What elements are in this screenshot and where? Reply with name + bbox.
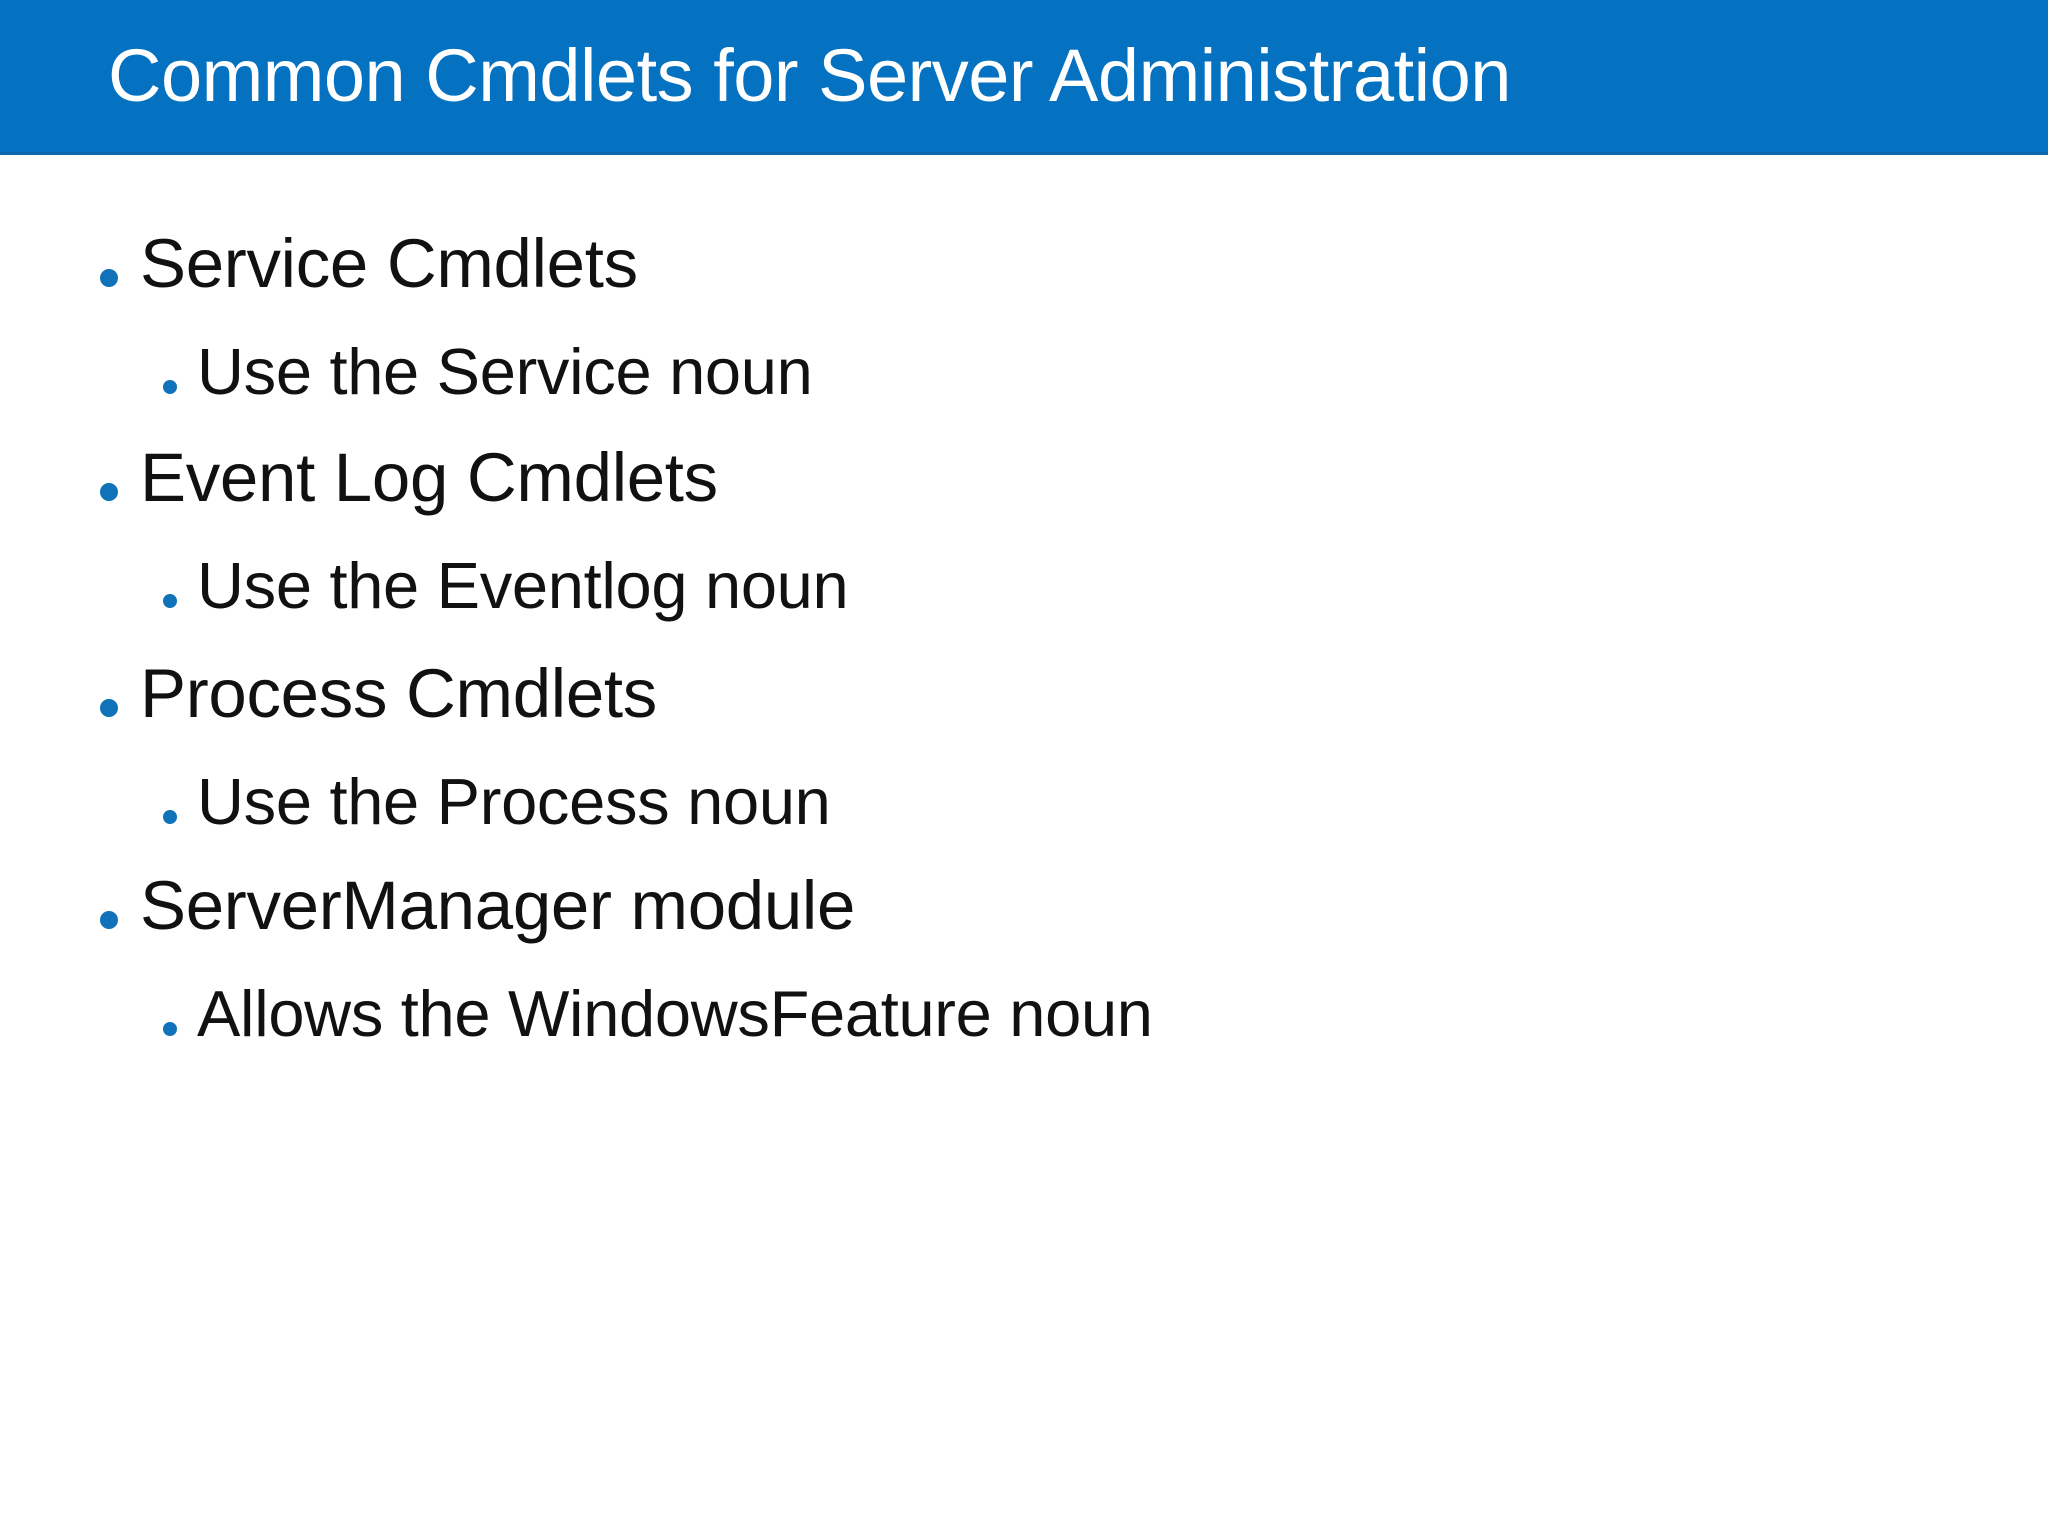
bullet-item-level2[interactable]: Use the Process noun (163, 769, 831, 836)
bullet-item-level1[interactable]: ServerManager module (100, 871, 855, 943)
slide-body-content-placeholder[interactable]: Service Cmdlets Use the Service noun Eve… (0, 155, 2048, 1536)
bullet-dot-icon (163, 810, 177, 824)
bullet-item-level2[interactable]: Allows the WindowsFeature noun (163, 981, 1153, 1048)
bullet-item-label: Use the Process noun (197, 765, 831, 838)
bullet-dot-icon (163, 380, 177, 394)
bullet-item-label: ServerManager module (140, 867, 856, 944)
bullet-item-label: Service Cmdlets (140, 225, 638, 302)
bullet-dot-icon (100, 699, 118, 717)
bullet-dot-icon (163, 1022, 177, 1036)
bullet-item-label: Use the Eventlog noun (197, 549, 849, 622)
bullet-item-level1[interactable]: Event Log Cmdlets (100, 443, 718, 515)
bullet-item-level1[interactable]: Process Cmdlets (100, 659, 657, 731)
bullet-item-label: Use the Service noun (197, 335, 813, 408)
bullet-item-level1[interactable]: Service Cmdlets (100, 229, 638, 301)
bullet-item-label: Event Log Cmdlets (140, 439, 718, 516)
slide-title-bar: Common Cmdlets for Server Administration (0, 0, 2048, 155)
bullet-dot-icon (100, 483, 118, 501)
bullet-item-label: Allows the WindowsFeature noun (197, 977, 1153, 1050)
bullet-item-level2[interactable]: Use the Service noun (163, 335, 813, 408)
bullet-dot-icon (100, 269, 118, 287)
slide-title: Common Cmdlets for Server Administration (108, 34, 1511, 118)
bullet-dot-icon (163, 594, 177, 608)
bullet-item-label: Process Cmdlets (140, 655, 657, 732)
bullet-item-level2[interactable]: Use the Eventlog noun (163, 549, 849, 622)
bullet-dot-icon (100, 911, 118, 929)
